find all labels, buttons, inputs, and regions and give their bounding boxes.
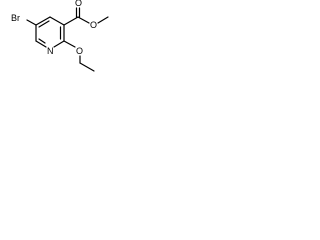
bond-c3-c4 xyxy=(49,16,65,26)
bond-c6-n1 xyxy=(35,40,47,48)
bond-c4-c5 xyxy=(35,16,51,26)
bond-ch2-ch3 xyxy=(79,62,95,72)
bromine-label: Br xyxy=(11,13,20,23)
pyridine-ring xyxy=(35,16,65,48)
nitrogen-label: N xyxy=(47,46,54,56)
bond-n1-c2 xyxy=(53,40,65,48)
bond-carbonyl-ester-oxygen xyxy=(77,16,90,24)
chemical-structure: Br N O O O xyxy=(11,0,109,72)
bond-c6-n1-inner xyxy=(38,38,46,44)
bond-c2-ether-oxygen xyxy=(63,40,76,48)
bond-c5-br xyxy=(26,19,37,26)
bond-ester-oxygen-methyl xyxy=(97,16,109,24)
ester-oxygen-label: O xyxy=(90,20,97,30)
ether-oxygen-label: O xyxy=(76,46,83,56)
carbonyl-oxygen-label: O xyxy=(75,0,82,8)
bond-c4-c5-inner xyxy=(38,20,50,28)
methyl-ester-group: O O xyxy=(63,0,109,30)
ethoxy-group: O xyxy=(63,40,95,72)
bond-c3-carbonyl xyxy=(63,16,79,26)
